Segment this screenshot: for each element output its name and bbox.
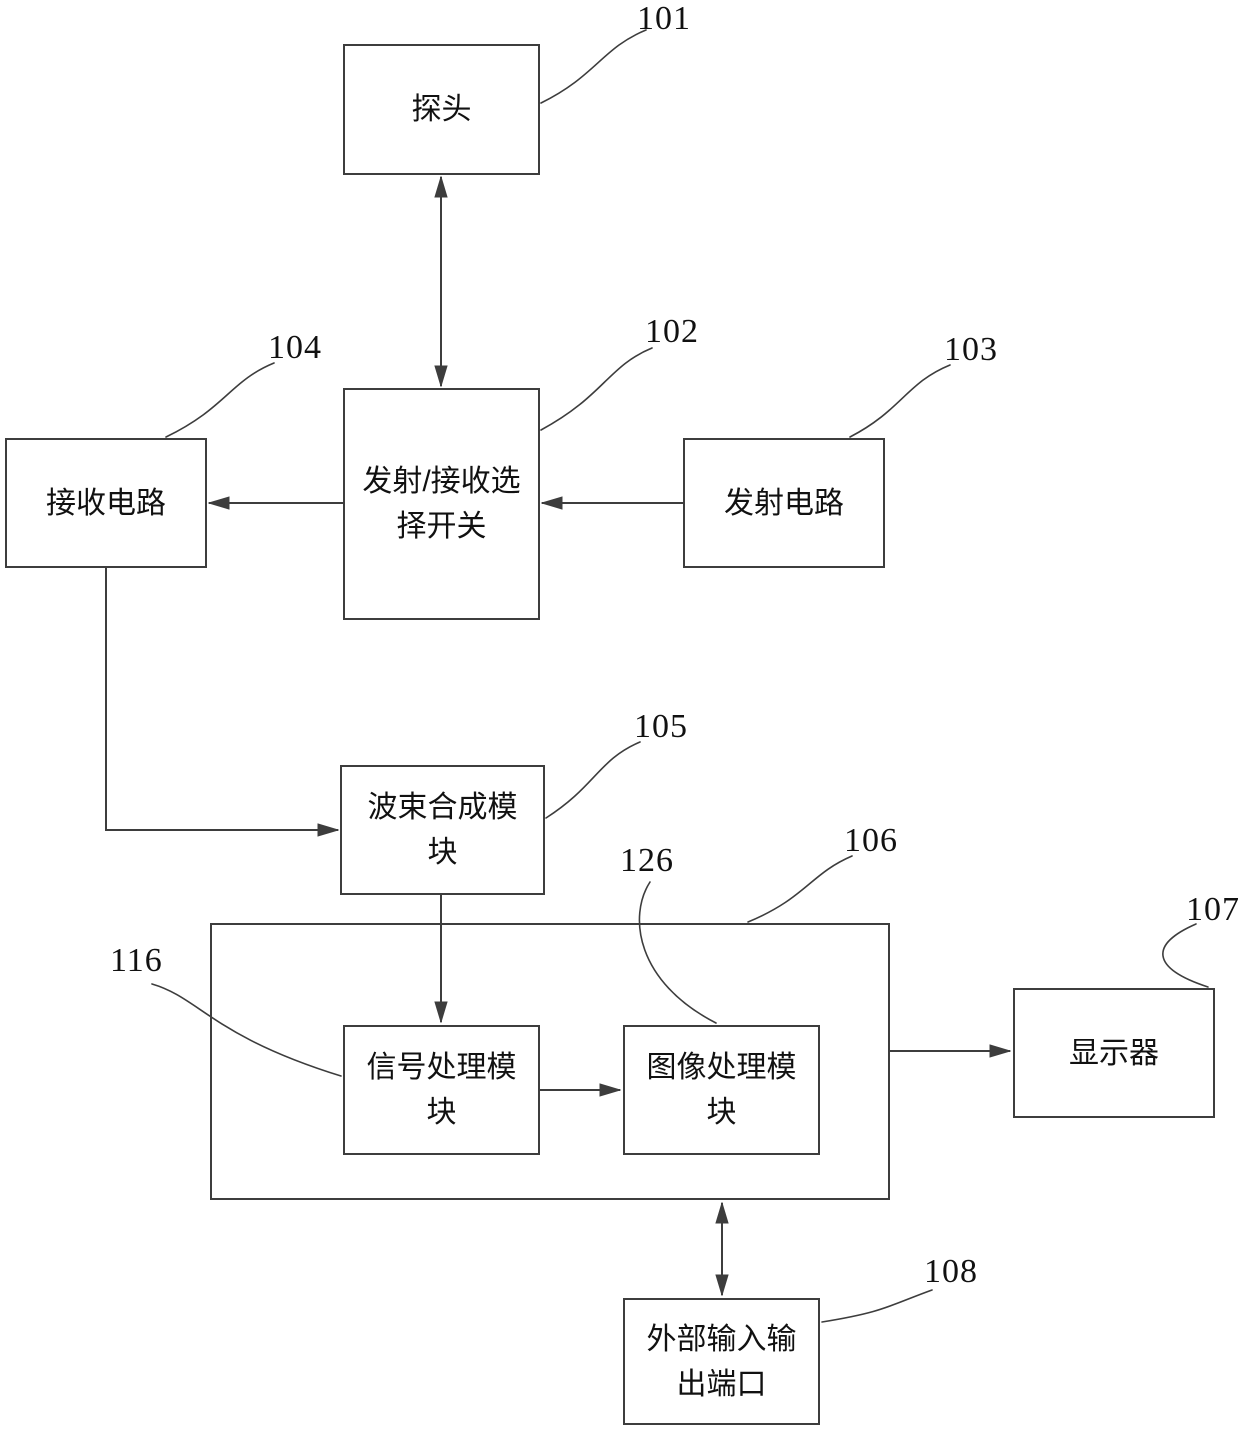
ref-number-102: 102 [645, 313, 699, 350]
leader-102 [540, 347, 653, 431]
leader-105 [545, 741, 641, 819]
ref-number-101: 101 [637, 0, 691, 37]
node-probe: 探头 [343, 44, 540, 175]
ref-number-105: 105 [634, 708, 688, 745]
node-receive-circuit-label: 接收电路 [46, 486, 166, 520]
node-transmit-circuit: 发射电路 [683, 438, 885, 568]
leader-103 [849, 364, 951, 438]
node-transmit-circuit-label: 发射电路 [724, 486, 844, 520]
leader-108 [821, 1289, 933, 1323]
node-beamforming-module-label: 波束合成模块 [367, 791, 518, 869]
node-probe-label: 探头 [411, 93, 472, 126]
leader-106 [747, 855, 853, 923]
node-image-processing-module: 图像处理模块 [623, 1025, 820, 1155]
leader-126 [638, 881, 717, 1024]
node-display-label: 显示器 [1069, 1036, 1159, 1070]
node-processing-unit [210, 923, 890, 1200]
ref-number-104: 104 [268, 329, 322, 366]
ref-number-107: 107 [1186, 891, 1240, 928]
node-external-io-port: 外部输入输出端口 [623, 1298, 820, 1425]
arrow-receive-to-beamforming [105, 568, 338, 830]
leader-101 [540, 29, 647, 104]
node-external-io-port-label: 外部输入输出端口 [646, 1322, 797, 1401]
node-display: 显示器 [1013, 988, 1215, 1118]
node-transmit-receive-switch-label: 发射/接收选择开关 [362, 465, 521, 543]
node-transmit-receive-switch: 发射/接收选择开关 [343, 388, 540, 620]
node-image-processing-module-label: 图像处理模块 [646, 1051, 797, 1129]
leader-104 [165, 362, 275, 438]
node-signal-processing-module: 信号处理模块 [343, 1025, 540, 1155]
leader-116 [151, 983, 342, 1077]
ref-number-116: 116 [110, 942, 163, 979]
leader-107 [1162, 923, 1209, 988]
ref-number-103: 103 [944, 331, 998, 368]
ref-number-106: 106 [844, 822, 898, 859]
node-beamforming-module: 波束合成模块 [340, 765, 545, 895]
ref-number-108: 108 [924, 1253, 978, 1290]
node-receive-circuit: 接收电路 [5, 438, 207, 568]
node-signal-processing-module-label: 信号处理模块 [366, 1051, 517, 1129]
ref-number-126: 126 [620, 842, 674, 879]
